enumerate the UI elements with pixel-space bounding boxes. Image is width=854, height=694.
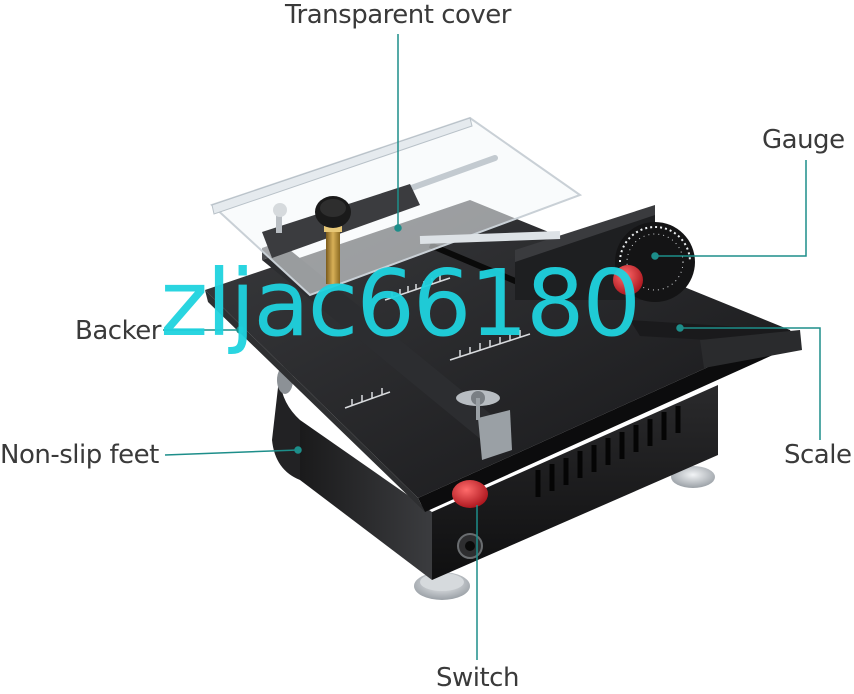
fence-bracket [478, 410, 512, 460]
label-backer: Backer [75, 316, 161, 346]
label-non-slip-feet: Non-slip feet [0, 440, 159, 470]
label-transparent-cover: Transparent cover [285, 0, 511, 30]
callout-lines [163, 34, 821, 660]
power-switch [452, 480, 488, 559]
brass-post [315, 196, 351, 284]
watermark-text: zljac66180 [160, 250, 641, 357]
rip-fence [262, 250, 510, 442]
label-switch: Switch [436, 663, 519, 693]
vent-grille [535, 406, 681, 497]
table-top-edge [418, 330, 795, 512]
machine-front-face [300, 420, 432, 580]
motor-housing [272, 370, 300, 480]
right-fence [700, 330, 802, 368]
wing-nut [456, 390, 500, 420]
label-scale: Scale [784, 440, 852, 470]
machine-right-face [432, 385, 718, 580]
table-top-left-edge [205, 290, 425, 512]
adjustment-screw [273, 203, 287, 233]
label-gauge: Gauge [762, 125, 845, 155]
table-scales [344, 275, 531, 409]
gauge-knob [613, 265, 643, 295]
